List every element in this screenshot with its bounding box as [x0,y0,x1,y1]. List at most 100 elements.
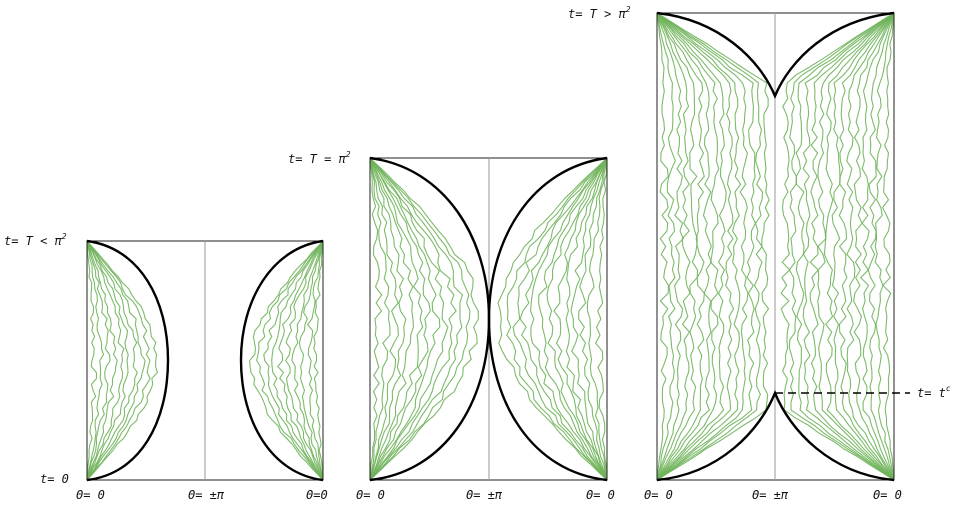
sample-path [369,157,414,481]
panel-3-paths [656,12,895,481]
panel-1-bottom-time-label: t= 0 [40,472,69,486]
sample-path [86,240,111,481]
sample-path [86,240,129,481]
sample-path [86,240,118,481]
sample-path [780,12,895,481]
sample-path [263,240,324,481]
panel-1-top-label: t= T < π2 [4,232,67,248]
sample-path [586,157,608,481]
sample-path [86,240,105,481]
sample-path [838,12,895,481]
panel-3-top-boundary [656,11,895,100]
sample-path [369,157,441,481]
sample-path [656,12,749,481]
sample-path [859,12,895,481]
sample-path [570,157,608,481]
sample-path [86,240,98,481]
sample-path [578,157,608,481]
panel-3: t= T > π2 t= tc Θ= 0 Θ= ±π Θ= 0 [568,5,951,502]
sample-path [853,12,895,481]
panel-1-left-boundary [86,239,170,482]
sample-path [656,12,720,481]
sample-path [369,157,464,481]
sample-path [656,12,699,481]
sample-path [86,240,159,481]
panel-1-paths [86,240,324,481]
sample-path [529,157,608,481]
panel-3-x-label-center: Θ= ±π [752,488,789,502]
sample-path [86,240,151,481]
sample-path [369,157,471,481]
sample-path [656,12,691,481]
sample-path [277,240,324,481]
sample-path [867,12,895,481]
sample-path [802,12,895,481]
sample-path [656,12,669,481]
panel-2-x-label-left: Θ= 0 [356,488,385,502]
sample-path [656,12,684,481]
sample-path [307,240,324,481]
sample-path [369,157,479,481]
sample-path [369,157,383,481]
sample-path [846,12,895,481]
panel-1-x-label-center: Θ= ±π [188,488,225,502]
sample-path [656,12,727,481]
sample-path [256,240,324,481]
panel-1: t= T < π2 t= 0 Θ= 0 Θ= ±π Θ=0 [4,232,328,502]
sample-path [369,157,407,481]
sample-path [497,157,608,481]
sample-path [538,157,608,481]
sample-path [656,12,742,481]
sample-path [874,12,895,481]
sample-path [313,240,324,481]
panel-2-x-label-right: Θ= 0 [586,488,615,502]
sample-path [656,12,705,481]
sample-path [809,12,895,481]
sample-path [86,240,125,481]
panel-2-paths [369,157,608,481]
sample-path [86,240,138,481]
sample-path [369,157,399,481]
sample-path [249,240,324,481]
sample-path [369,157,457,481]
sample-path [285,240,324,481]
sample-path [553,157,608,481]
panel-3-x-label-right: Θ= 0 [873,488,902,502]
panel-1-x-label-left: Θ= 0 [76,488,105,502]
sample-path [546,157,608,481]
sample-path [656,12,676,481]
sample-path [506,157,608,481]
sample-path [369,157,391,481]
sample-path [512,157,608,481]
panel-1-right-boundary [239,239,324,482]
sample-path [831,12,895,481]
panel-3-top-label: t= T > π2 [568,5,631,21]
panel-3-x-label-left: Θ= 0 [644,488,673,502]
sample-path [788,12,895,481]
panel-2: t= T = π2 Θ= 0 Θ= ±π Θ= 0 [288,150,615,502]
sample-path [291,240,324,481]
panel-2-left-boundary [369,156,491,482]
sample-path [565,157,608,481]
sample-path [823,12,895,481]
sample-path [86,240,146,481]
sample-path [298,240,324,481]
sample-path [656,12,713,481]
panel-3-critical-time-label: t= tc [917,384,951,400]
sample-path [369,157,424,481]
sample-path [369,157,449,481]
sample-path [369,157,431,481]
sample-path [519,157,608,481]
panel-2-right-boundary [487,156,608,482]
sample-path [881,12,895,481]
sample-path [594,157,608,481]
panel-1-x-label-right: Θ=0 [306,488,328,502]
sample-path [656,12,757,481]
sample-path [271,240,324,481]
sample-path [656,12,735,481]
panel-2-top-label: t= T = π2 [288,150,351,166]
sample-path [795,12,895,481]
panel-2-x-label-center: Θ= ±π [466,488,503,502]
sample-path [656,12,770,481]
